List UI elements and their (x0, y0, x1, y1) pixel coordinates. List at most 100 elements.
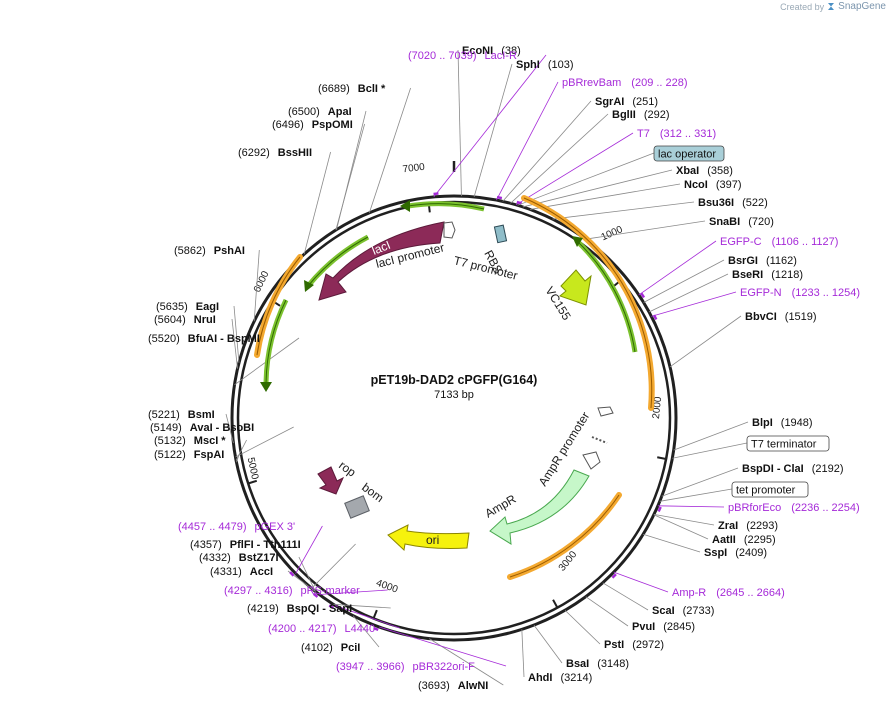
feature-arc-orange-1-core (523, 197, 653, 409)
primer-name: T7 (637, 128, 650, 140)
leader-line (333, 603, 391, 609)
site-position: (292) (644, 109, 670, 121)
leader-line (496, 81, 559, 201)
primer-mark (657, 506, 662, 513)
site-position: (1948) (781, 417, 813, 429)
site-position: (5221) (148, 409, 180, 421)
primer-name: pBR322ori-F (413, 661, 476, 673)
leader-line (336, 110, 367, 230)
site-label-bbvci: BbvCI(1519) (745, 311, 817, 323)
leader-line (379, 626, 507, 667)
site-position: (2845) (663, 621, 695, 633)
site-name: MscI * (194, 435, 227, 447)
feature-arc-orange-2-core (509, 494, 620, 578)
site-label-bsshii: (6292)BssHII (238, 147, 312, 159)
site-position: (4219) (247, 603, 279, 615)
site-label-econi: EcoNI(38) (462, 45, 521, 57)
site-position: (4332) (199, 552, 231, 564)
primer-name: pBRrevBam (562, 77, 621, 89)
rbs-box (493, 224, 508, 244)
site-name: BspDI - ClaI (742, 463, 804, 475)
site-label-bfuai: (5520)BfuAI - BspMI (148, 333, 260, 345)
primer-range: (7020 .. 7039) (408, 50, 477, 62)
primer-label-pgex3: (4457 .. 4479)pGEX 3' (178, 521, 295, 533)
site-position: (5132) (154, 435, 186, 447)
primer-label-egfp-c: EGFP-C (1106 .. 1127) (720, 236, 838, 248)
site-name: BlpI (752, 417, 773, 429)
primer-range: (1106 .. 1127) (772, 236, 839, 248)
site-name: BsrGI (728, 255, 758, 267)
site-position: (6292) (238, 147, 270, 159)
feature-box-label: tet promoter (736, 485, 796, 497)
site-label-bcli: (6689)BclI * (318, 83, 386, 95)
tick-label: 5000 (245, 456, 260, 480)
plasmid-name: pET19b-DAD2 cPGFP(G164) (371, 373, 538, 387)
site-name: ScaI (652, 605, 675, 617)
leader-line (517, 152, 655, 206)
site-position: (3693) (418, 680, 450, 692)
site-name: SnaBI (709, 216, 740, 228)
primer-label-pbrforeco: pBRforEco(2236 .. 2254) (728, 502, 860, 514)
ori-arrow (387, 524, 470, 552)
leader-line (319, 589, 388, 595)
site-name: ZraI (718, 520, 738, 532)
primer-name: EGFP-C (720, 236, 762, 248)
laci-promoter-arrow (443, 221, 456, 239)
leader-line (233, 305, 240, 363)
snapgene-logo-icon (828, 3, 835, 10)
leader-line (661, 467, 739, 497)
primer-range: (4200 .. 4217) (268, 623, 337, 635)
leader-line (368, 87, 411, 213)
leader-line (510, 113, 609, 204)
site-label-pvui: PvuI(2845) (632, 621, 695, 633)
site-position: (2293) (746, 520, 778, 532)
site-name: BstZ17I (239, 552, 279, 564)
leader-line (613, 571, 669, 593)
site-position: (5149) (150, 422, 182, 434)
site-position: (1218) (771, 269, 803, 281)
leader-line (515, 132, 634, 206)
site-name: AvaI - BsoBI (190, 422, 254, 434)
primer-mark (373, 626, 379, 632)
site-position: (6689) (318, 83, 350, 95)
feature-box-tet-promoter (731, 481, 809, 498)
feature-box-label: lac operator (658, 149, 716, 161)
rop-label: rop (336, 458, 359, 480)
site-name: SgrAI (595, 96, 624, 108)
bom-box (344, 495, 370, 519)
leader-line (564, 609, 601, 645)
site-name: PflFI - Tth111I (230, 539, 301, 551)
leader-line (533, 624, 563, 664)
leader-line (235, 439, 247, 461)
leader-line (552, 201, 695, 220)
site-label-bspqi: (4219)BspQI - SapI (247, 603, 352, 615)
leader-line (253, 249, 260, 322)
leader-line (529, 183, 681, 210)
leader-line (653, 513, 715, 526)
site-label-bglii: BglII(292) (612, 109, 670, 121)
leader-line (457, 49, 462, 197)
ori-label: ori (426, 533, 439, 547)
primer-range: (312 .. 331) (660, 128, 716, 140)
feature-arc-green-left-core (307, 236, 369, 287)
site-label-sgrai: SgrAI(251) (595, 96, 658, 108)
primer-name: EGFP-N (740, 287, 782, 299)
primer-label-amp-r: Amp-R(2645 .. 2664) (672, 587, 785, 599)
site-name: Bsu36I (698, 197, 734, 209)
site-label-msci: (5132) MscI * (154, 435, 226, 447)
feature-arc-green-left2-core (265, 299, 287, 386)
site-label-bspdi: BspDI - ClaI(2192) (742, 463, 844, 475)
site-label-bstz17i: (4332) BstZ17I (199, 552, 279, 564)
snapgene-credit: Created by SnapGene (780, 1, 886, 12)
site-label-snabi: SnaBI(720) (709, 216, 774, 228)
site-position: (6496) (272, 119, 304, 131)
rbs-small-arrow (597, 406, 614, 417)
primer-label-pbr322ori-f: (3947 .. 3966)pBR322ori-F (336, 661, 475, 673)
site-label-bsu36i: Bsu36I(522) (698, 197, 768, 209)
primer-range: (2645 .. 2664) (716, 587, 785, 599)
site-label-avai: (5149) AvaI - BsoBI (150, 422, 254, 434)
leader-line (653, 514, 709, 540)
site-name: XbaI (676, 165, 699, 177)
leader-line (651, 291, 737, 317)
primer-mark (289, 571, 295, 577)
